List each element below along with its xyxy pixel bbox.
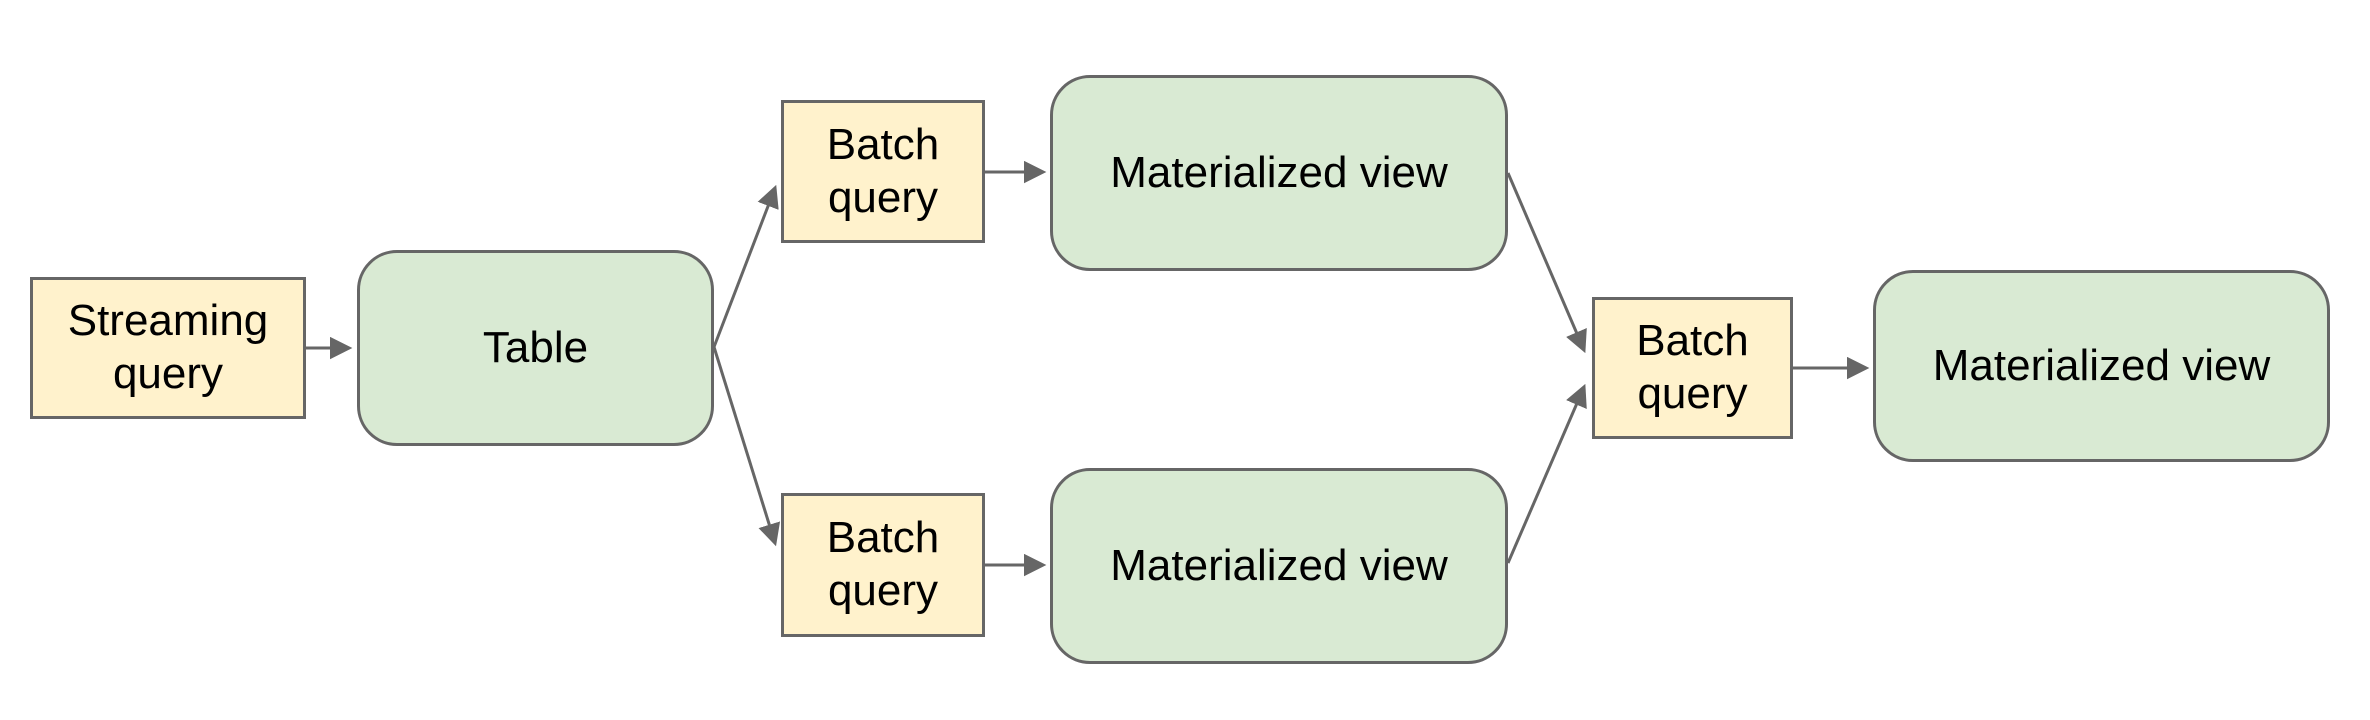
node-label: Streaming query <box>67 296 269 398</box>
node-label: Batch query <box>826 513 940 615</box>
node-table: Table <box>357 250 714 446</box>
node-materialized-view-right: Materialized view <box>1873 270 2330 462</box>
edge-materialized-view-bottom-to-batch-query-right <box>1506 383 1587 564</box>
edge-table-to-batch-query-bottom <box>712 346 781 547</box>
node-batch-query-top: Batch query <box>781 100 985 243</box>
node-batch-query-right: Batch query <box>1592 297 1793 439</box>
node-label: Table <box>482 322 589 372</box>
node-label: Batch query <box>1636 316 1749 418</box>
node-label: Materialized view <box>1110 540 1448 590</box>
node-materialized-view-bottom: Materialized view <box>1050 468 1508 664</box>
node-streaming-query: Streaming query <box>30 277 306 419</box>
edge-materialized-view-top-to-batch-query-right <box>1506 172 1587 354</box>
node-label: Batch query <box>826 119 940 222</box>
node-label: Materialized view <box>1932 340 2271 390</box>
node-label: Materialized view <box>1110 147 1448 197</box>
edge-table-to-batch-query-top <box>712 184 779 348</box>
node-batch-query-bottom: Batch query <box>781 493 985 637</box>
node-materialized-view-top: Materialized view <box>1050 75 1508 271</box>
